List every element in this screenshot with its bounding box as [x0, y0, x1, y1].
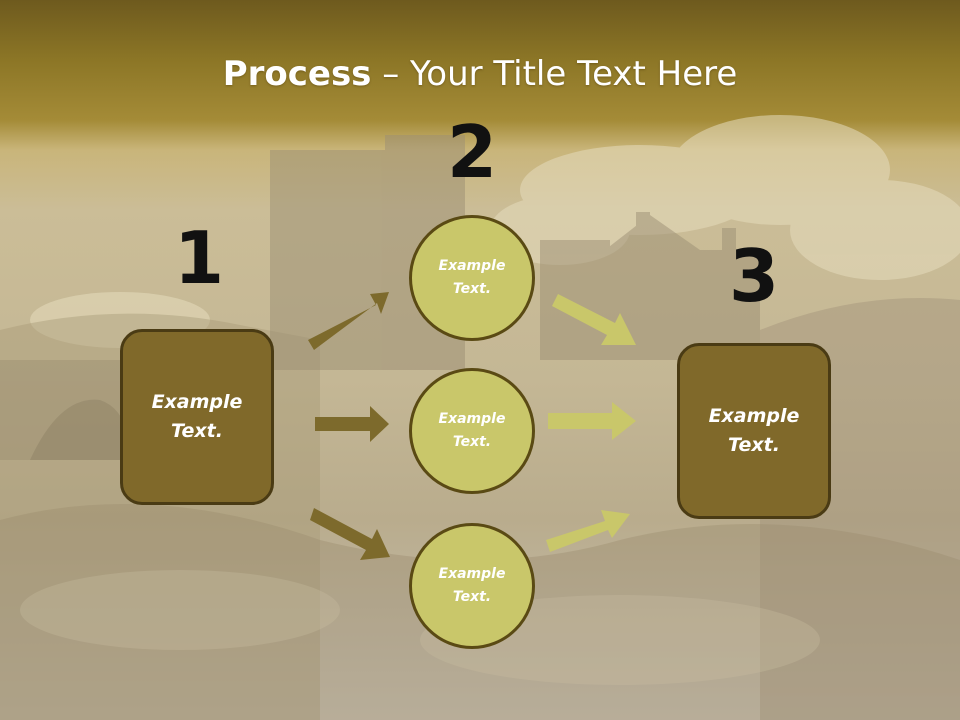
step-1-text: Example Text. — [151, 391, 243, 442]
title-rest: – Your Title Text Here — [371, 54, 738, 94]
circle-top[interactable]: Example Text. — [409, 215, 535, 341]
arrow-bottom-to-3 — [546, 510, 630, 552]
step-3-box[interactable]: Example Text. — [677, 343, 831, 519]
step-number-3: 3 — [728, 234, 780, 318]
slide-title: Process – Your Title Text Here — [0, 52, 960, 96]
arrow-1-to-middle — [315, 406, 389, 442]
circle-bottom[interactable]: Example Text. — [409, 523, 535, 649]
circle-top-text: Example Text. — [438, 258, 506, 297]
circle-middle[interactable]: Example Text. — [409, 368, 535, 494]
step-number-1: 1 — [173, 216, 225, 300]
arrow-top-to-3 — [552, 294, 636, 345]
step-1-box[interactable]: Example Text. — [120, 329, 274, 505]
step-number-2: 2 — [446, 110, 498, 194]
step-3-text: Example Text. — [708, 405, 800, 456]
arrow-1-to-bottom — [310, 508, 390, 560]
arrow-middle-to-3 — [548, 402, 636, 440]
title-bold: Process — [222, 54, 372, 94]
arrow-1-to-top — [308, 292, 389, 350]
circle-middle-text: Example Text. — [438, 411, 506, 450]
circle-bottom-text: Example Text. — [438, 566, 506, 605]
